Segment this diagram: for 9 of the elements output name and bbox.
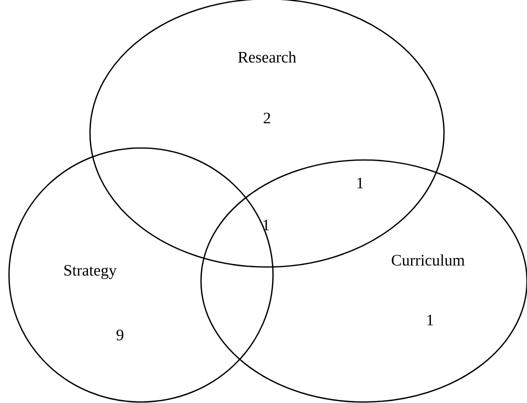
region-count: 1: [263, 220, 270, 230]
region-count: 9: [116, 330, 124, 340]
set-label: Curriculum: [392, 254, 465, 266]
set-label: Research: [238, 51, 296, 63]
set-label: Strategy: [64, 264, 117, 279]
region-count: 2: [264, 112, 270, 124]
venn-ellipse: [8, 147, 274, 403]
region-count: 1: [427, 314, 434, 326]
region-count: 1: [357, 178, 364, 188]
